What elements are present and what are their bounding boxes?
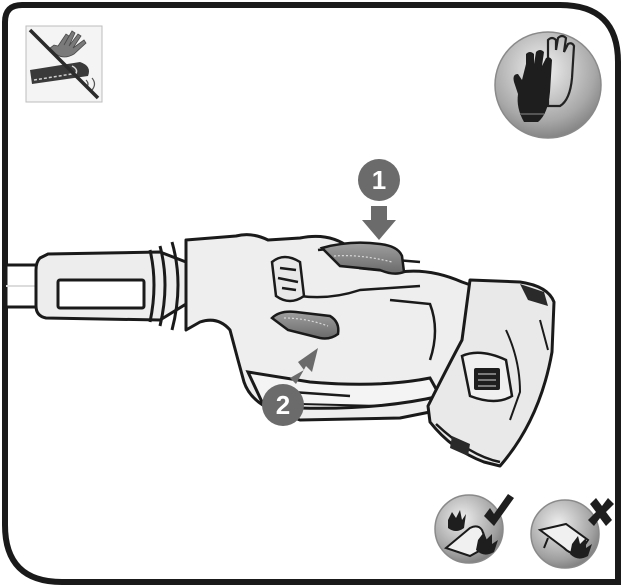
step-1-number: 1 <box>372 165 386 195</box>
wear-gloves-icon <box>495 32 601 138</box>
housing-window <box>58 280 144 308</box>
brand-emblem-icon <box>272 257 304 301</box>
battery-release-button <box>462 353 512 401</box>
no-touch-chain-icon <box>26 26 102 102</box>
step-2-number: 2 <box>276 390 290 420</box>
